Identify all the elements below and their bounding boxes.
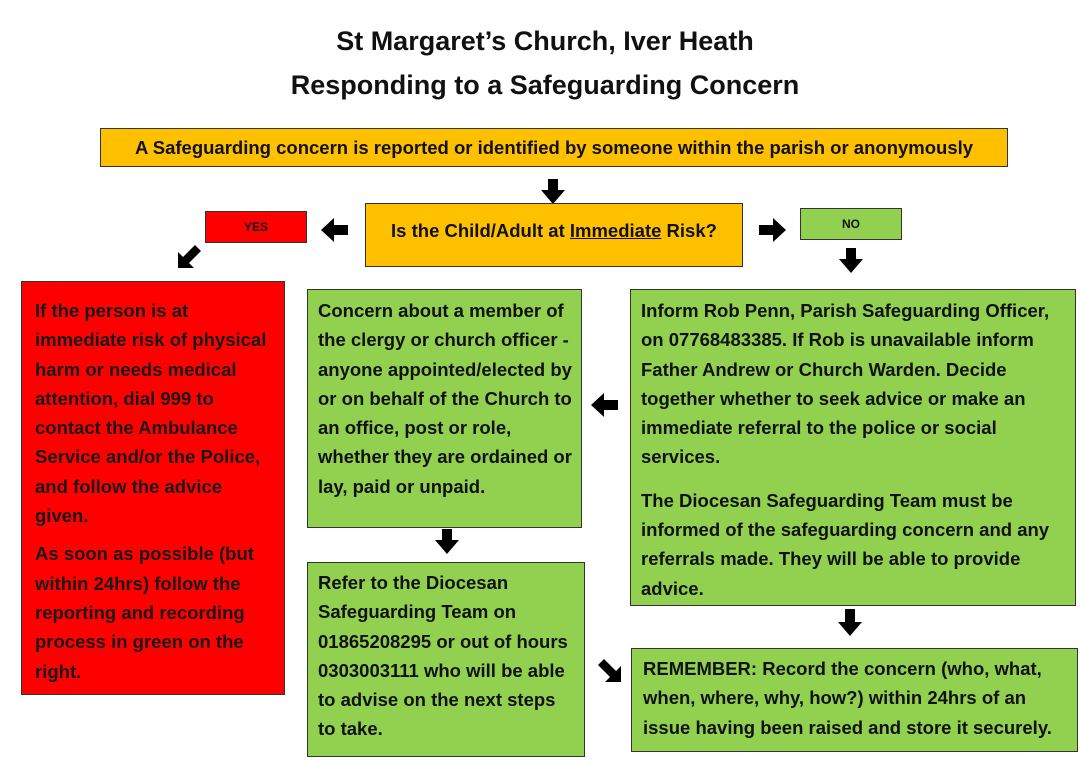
immediate-risk-text-1: If the person is at immediate risk of ph…: [35, 300, 267, 527]
question-emphasis: Immediate: [569, 220, 662, 241]
refer-diocesan-node: Refer to the Diocesan Safeguarding Team …: [307, 562, 585, 757]
start-node-text: A Safeguarding concern is reported or id…: [134, 137, 974, 158]
arrow-question-to-yes: [321, 218, 348, 242]
yes-label-text: YES: [243, 220, 268, 234]
yes-label: YES: [205, 211, 307, 243]
arrow-clergy-to-refer: [435, 529, 459, 554]
inform-officer-text-2: The Diocesan Safeguarding Team must be i…: [641, 489, 1050, 599]
no-label: NO: [800, 208, 902, 240]
no-label-text: NO: [842, 217, 860, 231]
question-node: Is the Child/Adult at Immediate Risk?: [365, 203, 743, 267]
question-pre: Is the Child/Adult at: [391, 220, 570, 241]
arrow-start-to-question: [541, 179, 565, 204]
inform-officer-text-1: Inform Rob Penn, Parish Safeguarding Off…: [641, 300, 1050, 468]
arrow-no-to-inform: [839, 248, 863, 273]
page-subtitle: Responding to a Safeguarding Concern: [290, 70, 800, 100]
question-post: Risk?: [661, 220, 717, 241]
start-node: A Safeguarding concern is reported or id…: [100, 128, 1008, 167]
remember-text: REMEMBER: Record the concern (who, what,…: [643, 658, 1052, 738]
arrow-refer-to-remember: [598, 659, 621, 682]
arrow-yes-to-immediate-risk: [178, 245, 201, 268]
refer-diocesan-text: Refer to the Diocesan Safeguarding Team …: [318, 572, 568, 740]
arrow-inform-to-remember: [838, 609, 862, 636]
immediate-risk-node: If the person is at immediate risk of ph…: [21, 281, 285, 695]
inform-officer-node: Inform Rob Penn, Parish Safeguarding Off…: [630, 289, 1076, 606]
page-title: St Margaret’s Church, Iver Heath: [336, 26, 754, 56]
arrow-inform-to-clergy: [591, 393, 618, 417]
clergy-concern-text: Concern about a member of the clergy or …: [318, 300, 572, 497]
clergy-concern-node: Concern about a member of the clergy or …: [307, 289, 582, 528]
arrow-question-to-no: [759, 218, 786, 242]
immediate-risk-text-2: As soon as possible (but within 24hrs) f…: [35, 543, 254, 682]
remember-node: REMEMBER: Record the concern (who, what,…: [631, 648, 1078, 752]
